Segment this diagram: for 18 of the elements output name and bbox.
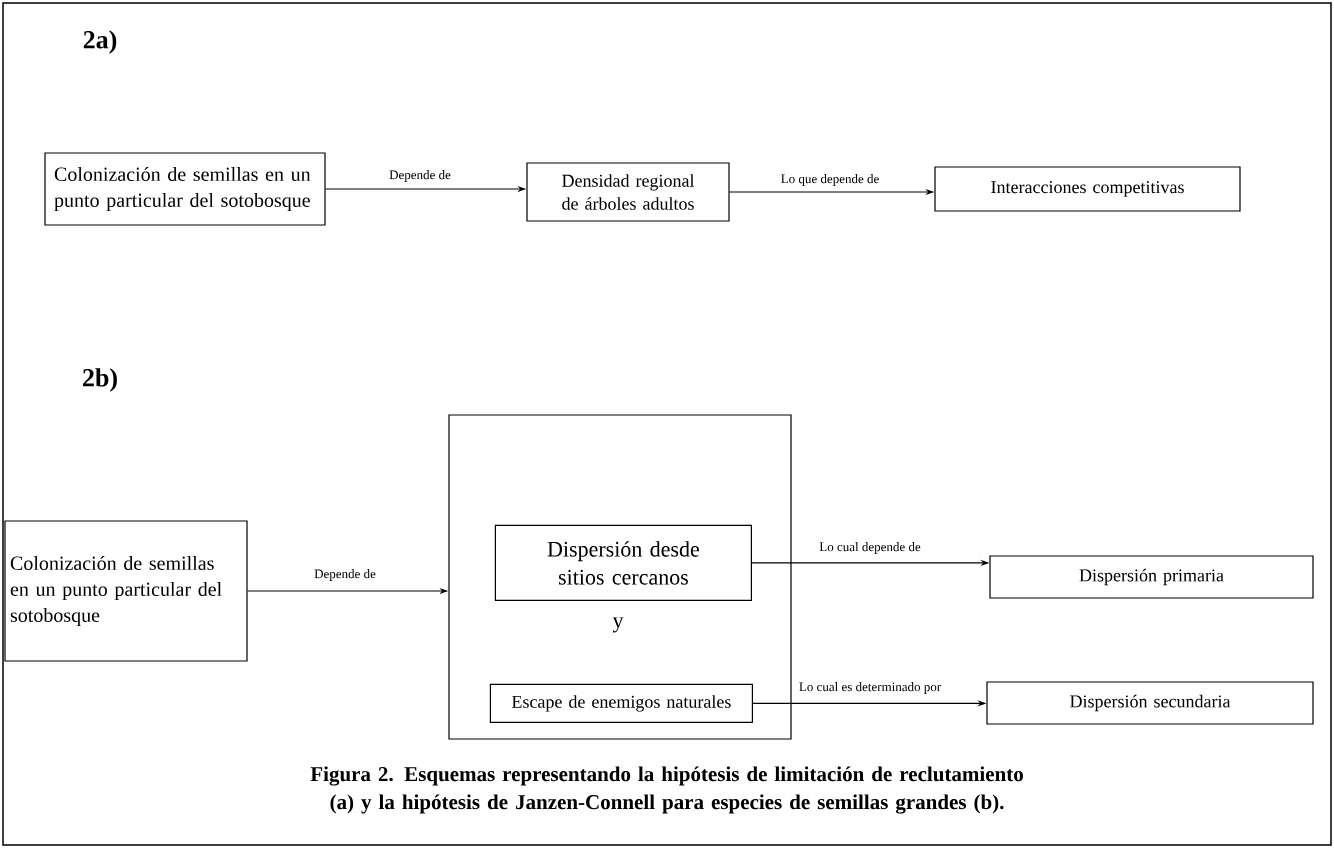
caption: Figura 2. Esquemas representando la hipótesis de limitación de reclutamiento (a) y la hipótesis de Janzen-Connell para especies de semillas grandes (b). (310, 766, 1023, 814)
process-box: Escape de enemigos naturales (489, 683, 753, 723)
process-box: Densidad regional de árboles adultos (526, 162, 730, 222)
group-box (448, 414, 792, 740)
edge-label: Lo que depende de (779, 173, 881, 187)
process-box: Dispersión secundaria (986, 681, 1314, 725)
process-box: Dispersión desde sitios cercanos (494, 524, 752, 601)
edge-label: Depende de (388, 169, 452, 183)
edge-label: Depende de (313, 568, 377, 582)
panel-label: 2b) (83, 368, 117, 392)
process-box: Dispersión primaria (989, 555, 1314, 599)
process-box: Interacciones competitivas (934, 166, 1241, 212)
edge-label: Lo cual es determinado por (797, 681, 943, 695)
panel-label: 2a) (83, 30, 117, 54)
conjunction-text: y (612, 617, 624, 633)
process-box: Colonización de semillas en un punto particular del sotobosque (44, 152, 326, 226)
edge-label: Lo cual depende de (818, 541, 922, 555)
process-box: Colonización de semillas en un punto particular del sotobosque (4, 520, 248, 662)
